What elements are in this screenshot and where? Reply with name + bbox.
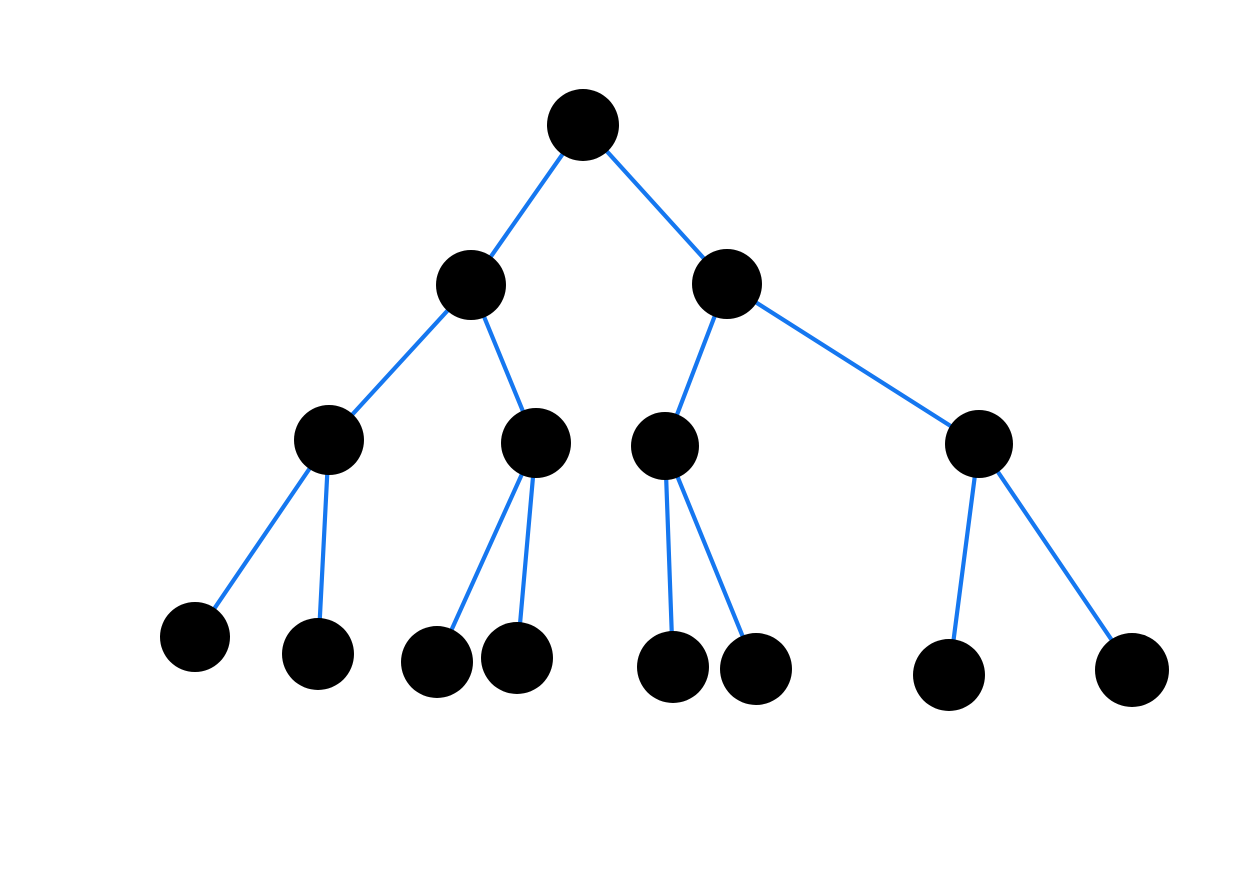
tree-edge-r-rr	[724, 281, 982, 447]
tree-node-r	[692, 249, 762, 319]
tree-node-leaf-6	[720, 633, 792, 705]
tree-node-l	[436, 250, 506, 320]
tree-node-leaf-8	[1095, 633, 1169, 707]
tree-edge-l-ll	[326, 282, 474, 443]
tree-edge-ll-leaf-1	[192, 437, 332, 640]
tree-node-leaf-1	[160, 602, 230, 672]
tree-node-root	[547, 89, 619, 161]
tree-edge-rl-leaf-5	[662, 443, 676, 670]
tree-node-leaf-3	[401, 626, 473, 698]
tree-edge-lr-leaf-3	[434, 440, 539, 665]
tree-node-rr	[945, 410, 1013, 478]
tree-edge-rr-leaf-8	[976, 441, 1135, 673]
tree-edge-rr-leaf-7	[946, 441, 982, 678]
tree-node-leaf-4	[481, 622, 553, 694]
tree-node-leaf-5	[637, 631, 709, 703]
tree-node-leaf-7	[913, 639, 985, 711]
tree-node-lr	[501, 408, 571, 478]
tree-node-rl	[631, 412, 699, 480]
tree-node-ll	[294, 405, 364, 475]
tree-node-leaf-2	[282, 618, 354, 690]
tree-edge-rl-leaf-6	[662, 443, 759, 672]
